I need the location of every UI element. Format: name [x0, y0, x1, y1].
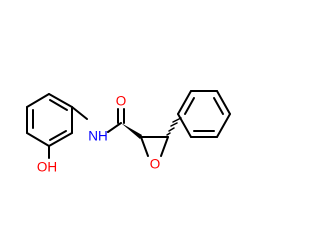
epoxide-bond	[160, 136, 169, 157]
ring-double-bond	[184, 97, 195, 115]
hydroxyphenyl-ring	[26, 93, 73, 147]
ring-bond	[26, 93, 50, 108]
ring-bond	[26, 132, 50, 147]
hash-line	[170, 122, 178, 127]
hydroxyl-label: OH	[37, 160, 57, 175]
hash-line	[168, 127, 175, 132]
ring-bond	[48, 93, 73, 108]
ring-bond	[216, 90, 231, 115]
epoxide-ring	[140, 136, 169, 157]
chemical-structure: O NH OH O	[26, 90, 231, 175]
ring-bond	[48, 132, 73, 147]
phenyl-ring	[177, 90, 231, 138]
amide-nitrogen-label: NH	[88, 129, 108, 144]
wedge-bond	[121, 123, 142, 139]
ring-double-bond	[213, 97, 224, 115]
epoxide-oxygen-label: O	[150, 157, 161, 172]
amide-bond	[107, 122, 122, 133]
epoxide-bond	[140, 136, 149, 157]
ring-bond	[216, 113, 231, 138]
ring-bond	[177, 113, 192, 138]
aryl-nitrogen-bond	[71, 106, 88, 120]
hash-line	[166, 132, 171, 136]
ring-double-bond	[49, 99, 68, 111]
hashed-wedge-bond	[166, 117, 182, 136]
carbonyl-oxygen-label: O	[116, 94, 127, 109]
ring-double-bond	[49, 130, 67, 141]
ring-bond	[177, 90, 192, 115]
